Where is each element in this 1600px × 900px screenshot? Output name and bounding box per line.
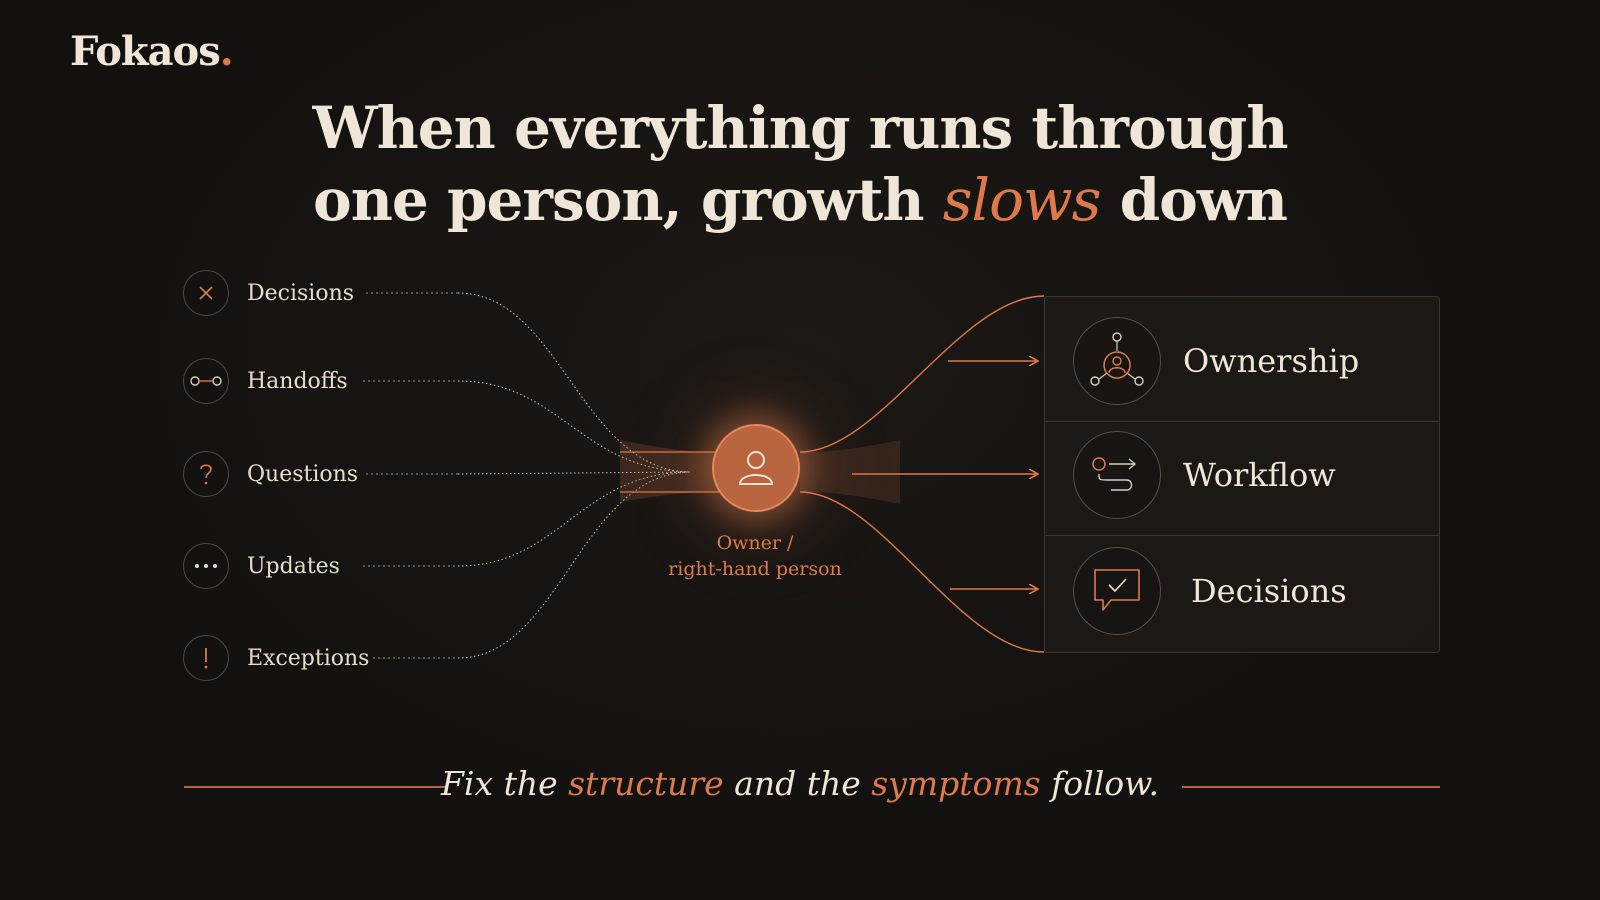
input-label: Exceptions (247, 645, 370, 671)
outcome-label: Decisions (1191, 572, 1347, 610)
input-curves (457, 292, 691, 659)
input-item-exceptions: Exceptions (183, 633, 369, 683)
output-curves (799, 295, 1045, 653)
title-line-1: When everything runs through (312, 94, 1288, 162)
input-item-decisions: Decisions (183, 268, 354, 318)
input-leaders (363, 292, 458, 659)
ownership-network-icon (1073, 317, 1161, 405)
panel-divider (1045, 535, 1439, 536)
title-emphasis: slows (942, 166, 1102, 234)
handoff-icon (183, 358, 229, 404)
outcome-workflow: Workflow (1045, 431, 1439, 519)
footer-tagline: Fix the structure and the symptoms follo… (0, 764, 1600, 803)
brand-name: Fokaos (70, 28, 221, 75)
title-line-2: one person, growth slows down (0, 164, 1600, 236)
panel-divider (1045, 421, 1439, 422)
title-line-2-start: one person, growth (313, 166, 943, 234)
hub-label: Owner / right-hand person (640, 530, 870, 582)
footer-emphasis-structure: structure (568, 764, 724, 803)
x-icon (183, 270, 229, 316)
input-label: Updates (247, 553, 340, 579)
input-label: Decisions (247, 280, 355, 306)
exclamation-icon (183, 635, 229, 681)
footer-rule-right (1182, 786, 1440, 788)
chat-check-icon (1073, 547, 1161, 635)
input-label: Questions (247, 461, 359, 487)
outcome-label: Workflow (1183, 456, 1336, 494)
footer-text: follow. (1040, 764, 1159, 803)
footer-text: and the (723, 764, 872, 803)
hub-label-line-2: right-hand person (668, 558, 842, 580)
outcome-decisions: Decisions (1045, 547, 1439, 635)
owner-hub (712, 424, 800, 512)
outcomes-panel: Ownership Workflow Decisions (1044, 296, 1440, 653)
workflow-icon (1073, 431, 1161, 519)
title-line-2-end: down (1100, 166, 1288, 234)
input-label: Handoffs (247, 368, 348, 394)
person-icon (738, 451, 774, 485)
outcome-label: Ownership (1183, 342, 1360, 380)
input-item-updates: Updates (183, 541, 340, 591)
brand-dot: . (219, 28, 234, 75)
footer-text: Fix the (441, 764, 569, 803)
input-item-questions: Questions (183, 449, 358, 499)
ellipsis-icon (183, 543, 229, 589)
question-icon (183, 451, 229, 497)
footer-emphasis-symptoms: symptoms (871, 764, 1041, 803)
outcome-ownership: Ownership (1045, 317, 1439, 405)
footer-rule-left (184, 786, 448, 788)
page-title: When everything runs through one person,… (0, 92, 1600, 236)
input-item-handoffs: Handoffs (183, 356, 348, 406)
brand-logo: Fokaos. (70, 28, 234, 75)
hub-label-line-1: Owner / (716, 532, 794, 554)
